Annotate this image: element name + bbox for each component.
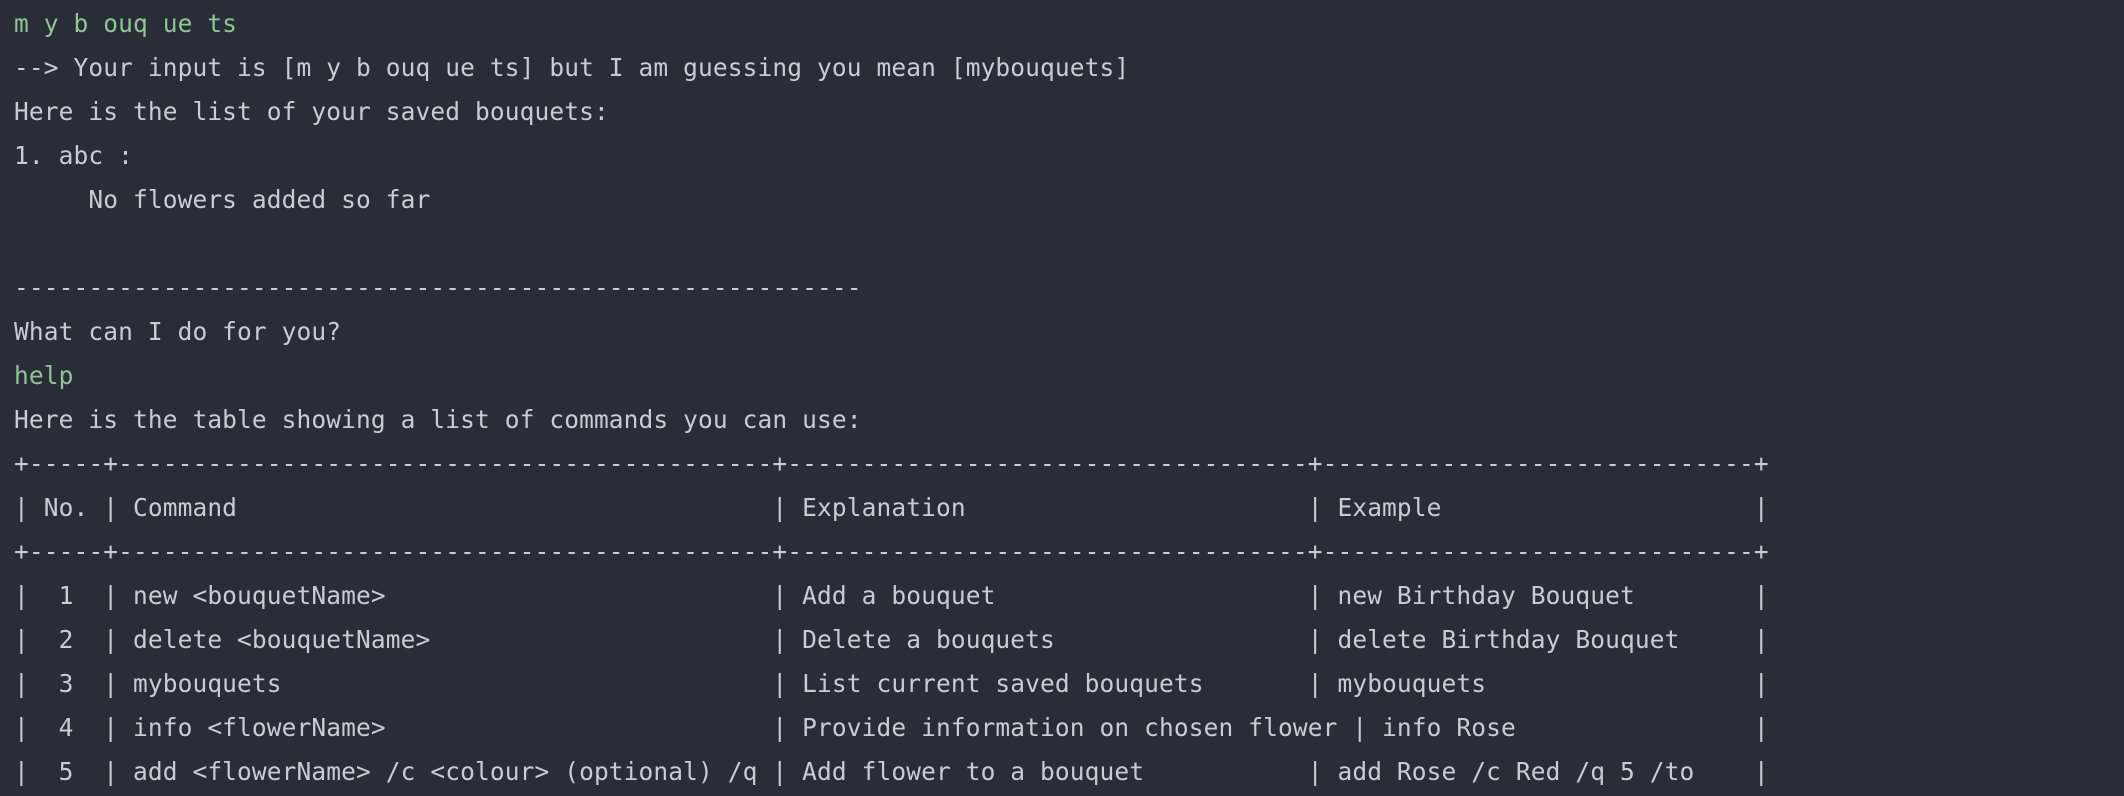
- terminal-output-line: Here is the list of your saved bouquets:: [14, 97, 609, 126]
- terminal-separator-rule: ----------------------------------------…: [14, 273, 862, 302]
- terminal-output-line: No flowers added so far: [14, 185, 431, 214]
- terminal-table-line: | 1 | new <bouquetName> | Add a bouquet …: [14, 581, 1769, 610]
- terminal-table-line: | 4 | info <flowerName> | Provide inform…: [14, 713, 1769, 742]
- terminal-output-line: What can I do for you?: [14, 317, 342, 346]
- terminal-output-line: 1. abc :: [14, 141, 133, 170]
- terminal-input-line: help: [14, 361, 74, 390]
- terminal-output-line: Here is the table showing a list of comm…: [14, 405, 862, 434]
- terminal-table-line: | 2 | delete <bouquetName> | Delete a bo…: [14, 625, 1769, 654]
- terminal-table-line: +-----+---------------------------------…: [14, 449, 1769, 478]
- terminal-table-line: | No. | Command | Explanation | Example …: [14, 493, 1769, 522]
- terminal-table-line: | 5 | add <flowerName> /c <colour> (opti…: [14, 757, 1769, 786]
- terminal-output-line: [14, 222, 2124, 266]
- terminal-output-line: --> Your input is [m y b ouq ue ts] but …: [14, 53, 1130, 82]
- terminal-table-line: +-----+---------------------------------…: [14, 537, 1769, 566]
- terminal-table-line: | 3 | mybouquets | List current saved bo…: [14, 669, 1769, 698]
- terminal-input-line: m y b ouq ue ts: [14, 9, 238, 38]
